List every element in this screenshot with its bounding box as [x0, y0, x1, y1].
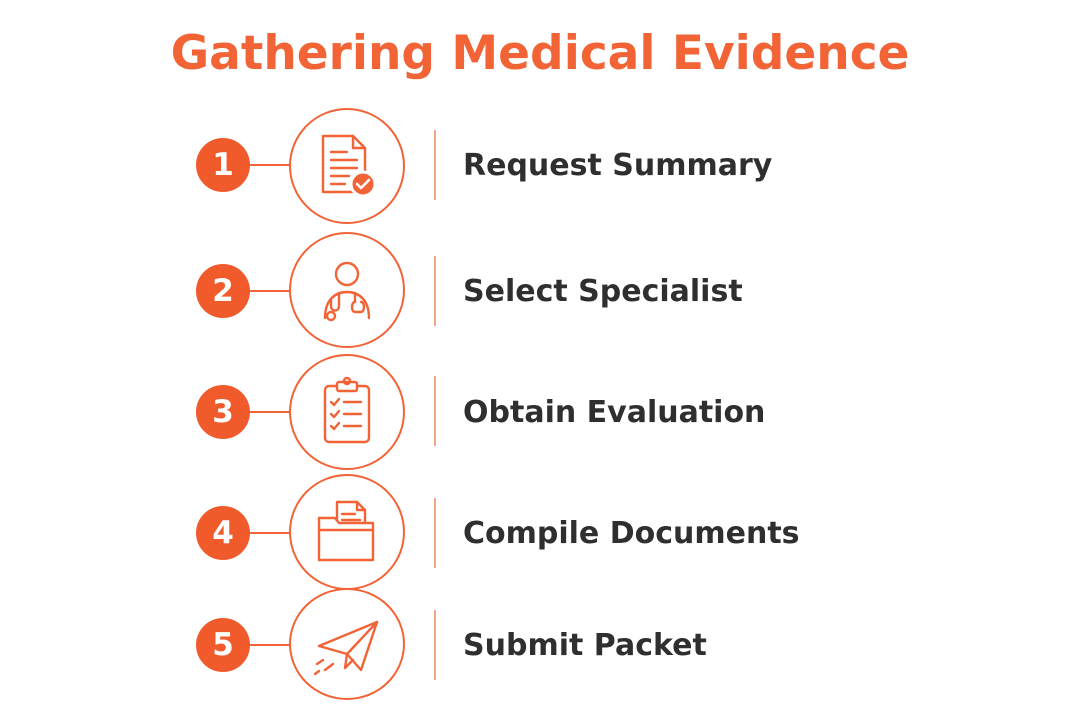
step-number-badge: 4 — [196, 506, 250, 560]
step-number-badge: 2 — [196, 264, 250, 318]
step-label: Select Specialist — [463, 274, 743, 309]
step-connector — [250, 164, 290, 166]
step-5: 5 Submit Packet — [0, 588, 1080, 712]
page-title: Gathering Medical Evidence — [170, 26, 910, 81]
step-label: Obtain Evaluation — [463, 395, 766, 430]
step-4: 4 Compile Documents — [0, 472, 1080, 592]
step-number-badge: 5 — [196, 618, 250, 672]
step-2: 2 Select Specialist — [0, 230, 1080, 350]
step-icon-circle — [289, 108, 405, 224]
doctor-stethoscope-icon — [323, 261, 371, 322]
step-icon-circle — [289, 588, 405, 700]
step-connector — [250, 290, 290, 292]
step-label: Compile Documents — [463, 516, 800, 551]
step-icon-circle — [289, 474, 405, 590]
step-label: Submit Packet — [463, 628, 707, 663]
step-connector — [250, 411, 290, 413]
step-number-badge: 1 — [196, 138, 250, 192]
step-3: 3 Obtain Evaluation — [0, 352, 1080, 472]
document-check-icon — [321, 134, 377, 198]
step-divider — [434, 376, 436, 446]
step-divider — [434, 130, 436, 200]
step-label: Request Summary — [463, 148, 773, 183]
step-divider — [434, 256, 436, 326]
step-icon-circle — [289, 232, 405, 348]
paper-plane-icon — [313, 620, 379, 676]
step-divider — [434, 610, 436, 680]
clipboard-checklist-icon — [323, 376, 371, 444]
step-1: 1 Request Summary — [0, 108, 1080, 228]
step-connector — [250, 532, 290, 534]
step-number-badge: 3 — [196, 385, 250, 439]
step-icon-circle — [289, 354, 405, 470]
step-divider — [434, 498, 436, 568]
step-connector — [250, 644, 290, 646]
folder-documents-icon — [317, 500, 375, 562]
